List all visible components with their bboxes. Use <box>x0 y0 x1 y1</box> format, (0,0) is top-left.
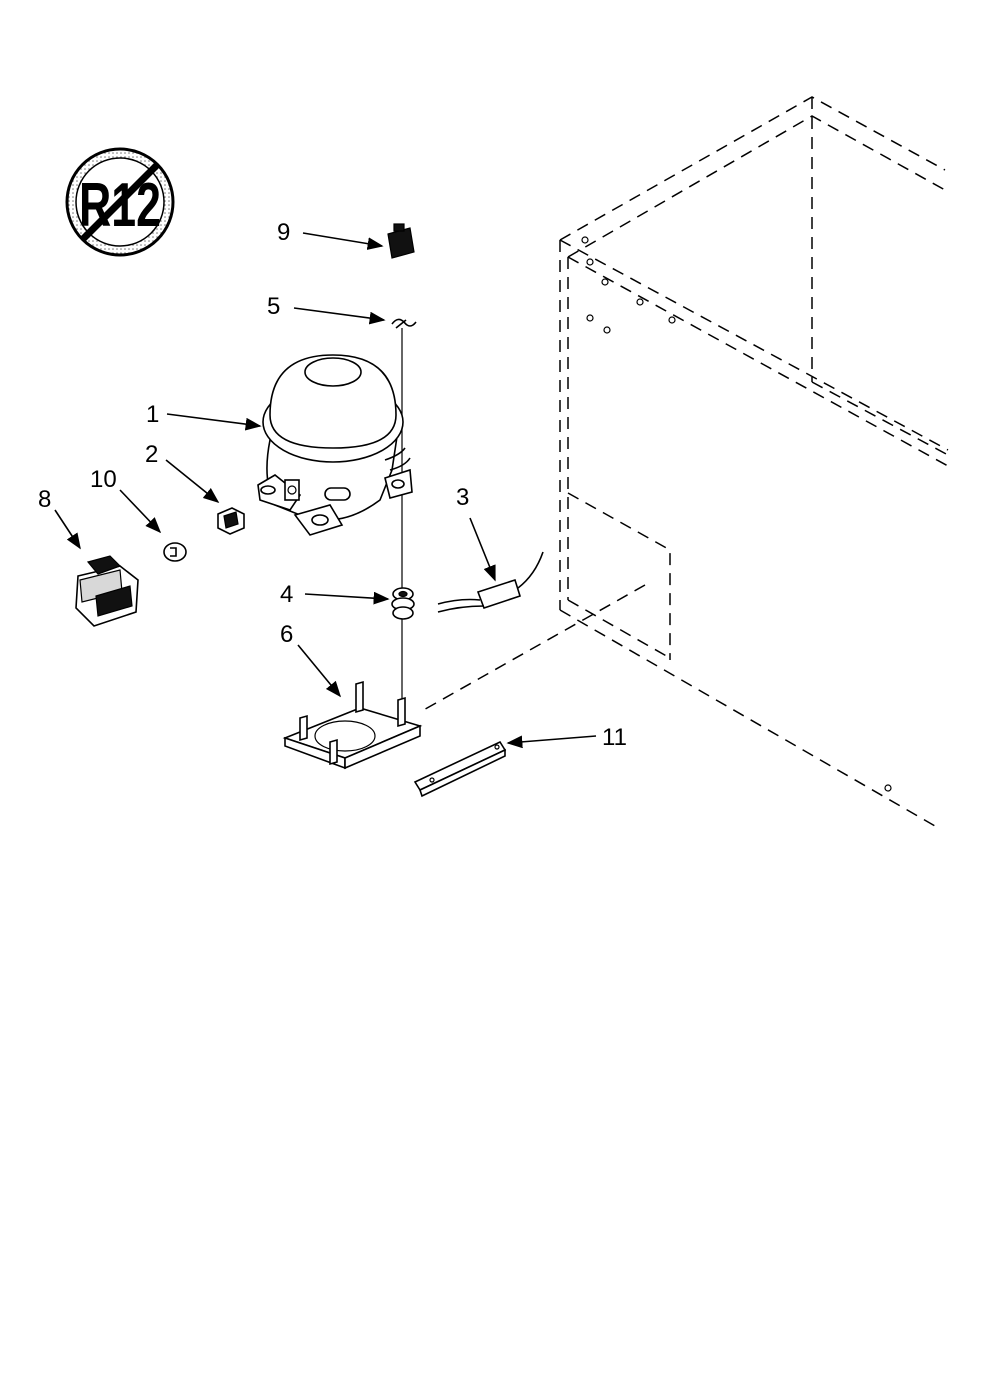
callout-3: 3 <box>456 484 469 511</box>
no-r12-badge: R12 <box>65 147 175 257</box>
part-1-compressor <box>257 354 413 536</box>
part-10-cap <box>163 542 187 562</box>
callout-9: 9 <box>277 219 290 246</box>
callout-6: 6 <box>280 621 293 648</box>
cabinet-outline <box>419 96 949 827</box>
part-8-relay <box>75 555 139 627</box>
callout-10: 10 <box>90 466 117 493</box>
part-2-overload <box>217 507 245 535</box>
callout-labels: 1 2 3 4 5 6 8 9 10 11 <box>38 219 627 751</box>
part-6-base-plate <box>282 680 423 770</box>
callout-1: 1 <box>146 401 159 428</box>
part-4-grommet <box>391 587 415 620</box>
callout-11: 11 <box>602 724 627 751</box>
part-3-cord <box>437 551 544 613</box>
part-9-relay-cover <box>387 223 415 259</box>
part-5-clip <box>391 318 417 329</box>
callout-4: 4 <box>280 581 293 608</box>
leader-lines <box>54 232 597 749</box>
part-11-bracket <box>413 740 507 798</box>
callout-5: 5 <box>267 293 280 320</box>
callout-2: 2 <box>145 441 158 468</box>
callout-8: 8 <box>38 486 51 513</box>
